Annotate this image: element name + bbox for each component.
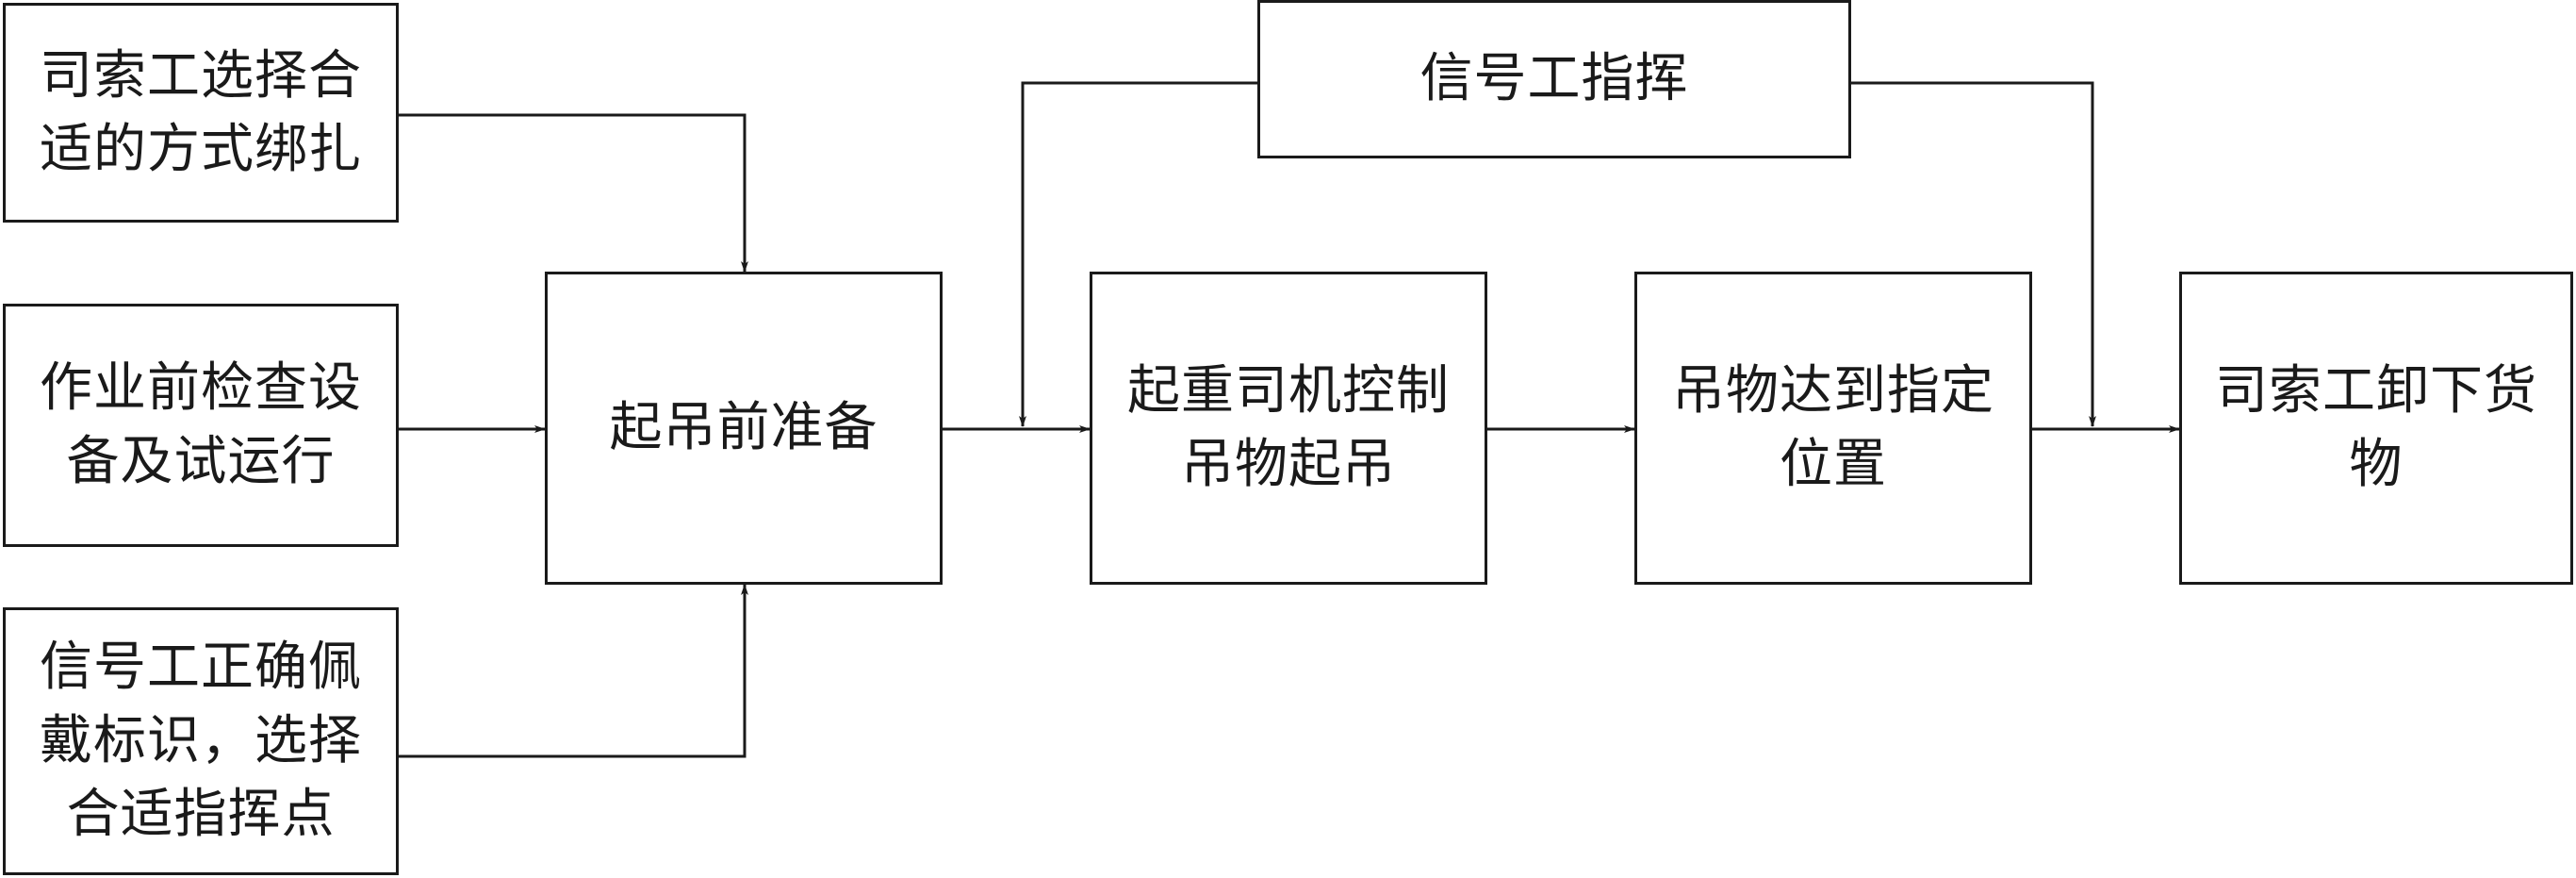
node-rigger-binding-label: 司索工选择合 适的方式绑扎 <box>40 44 362 180</box>
edge-binding-to-prep <box>399 113 748 273</box>
node-equipment-check: 作业前检查设 备及试运行 <box>3 304 399 547</box>
node-pre-lift-prep: 起吊前准备 <box>545 272 943 585</box>
node-rigger-unload: 司索工卸下货 物 <box>2179 272 2573 585</box>
node-pre-lift-prep-label: 起吊前准备 <box>609 397 878 458</box>
node-signal-command: 信号工指挥 <box>1257 0 1851 158</box>
node-signal-prep: 信号工正确佩 戴标识，选择 合适指挥点 <box>3 607 399 875</box>
node-signal-prep-label: 信号工正确佩 戴标识，选择 合适指挥点 <box>40 637 362 845</box>
node-operator-lift-label: 起重司机控制 吊物起吊 <box>1127 360 1450 495</box>
node-reach-position-label: 吊物达到指定 位置 <box>1672 360 1994 495</box>
node-rigger-binding: 司索工选择合 适的方式绑扎 <box>3 3 399 223</box>
edge-signal-prep-to-prep <box>399 584 748 758</box>
node-reach-position: 吊物达到指定 位置 <box>1634 272 2032 585</box>
node-signal-command-label: 信号工指挥 <box>1419 48 1689 109</box>
node-equipment-check-label: 作业前检查设 备及试运行 <box>40 357 362 492</box>
node-rigger-unload-label: 司索工卸下货 物 <box>2215 360 2537 495</box>
node-operator-lift: 起重司机控制 吊物起吊 <box>1090 272 1487 585</box>
